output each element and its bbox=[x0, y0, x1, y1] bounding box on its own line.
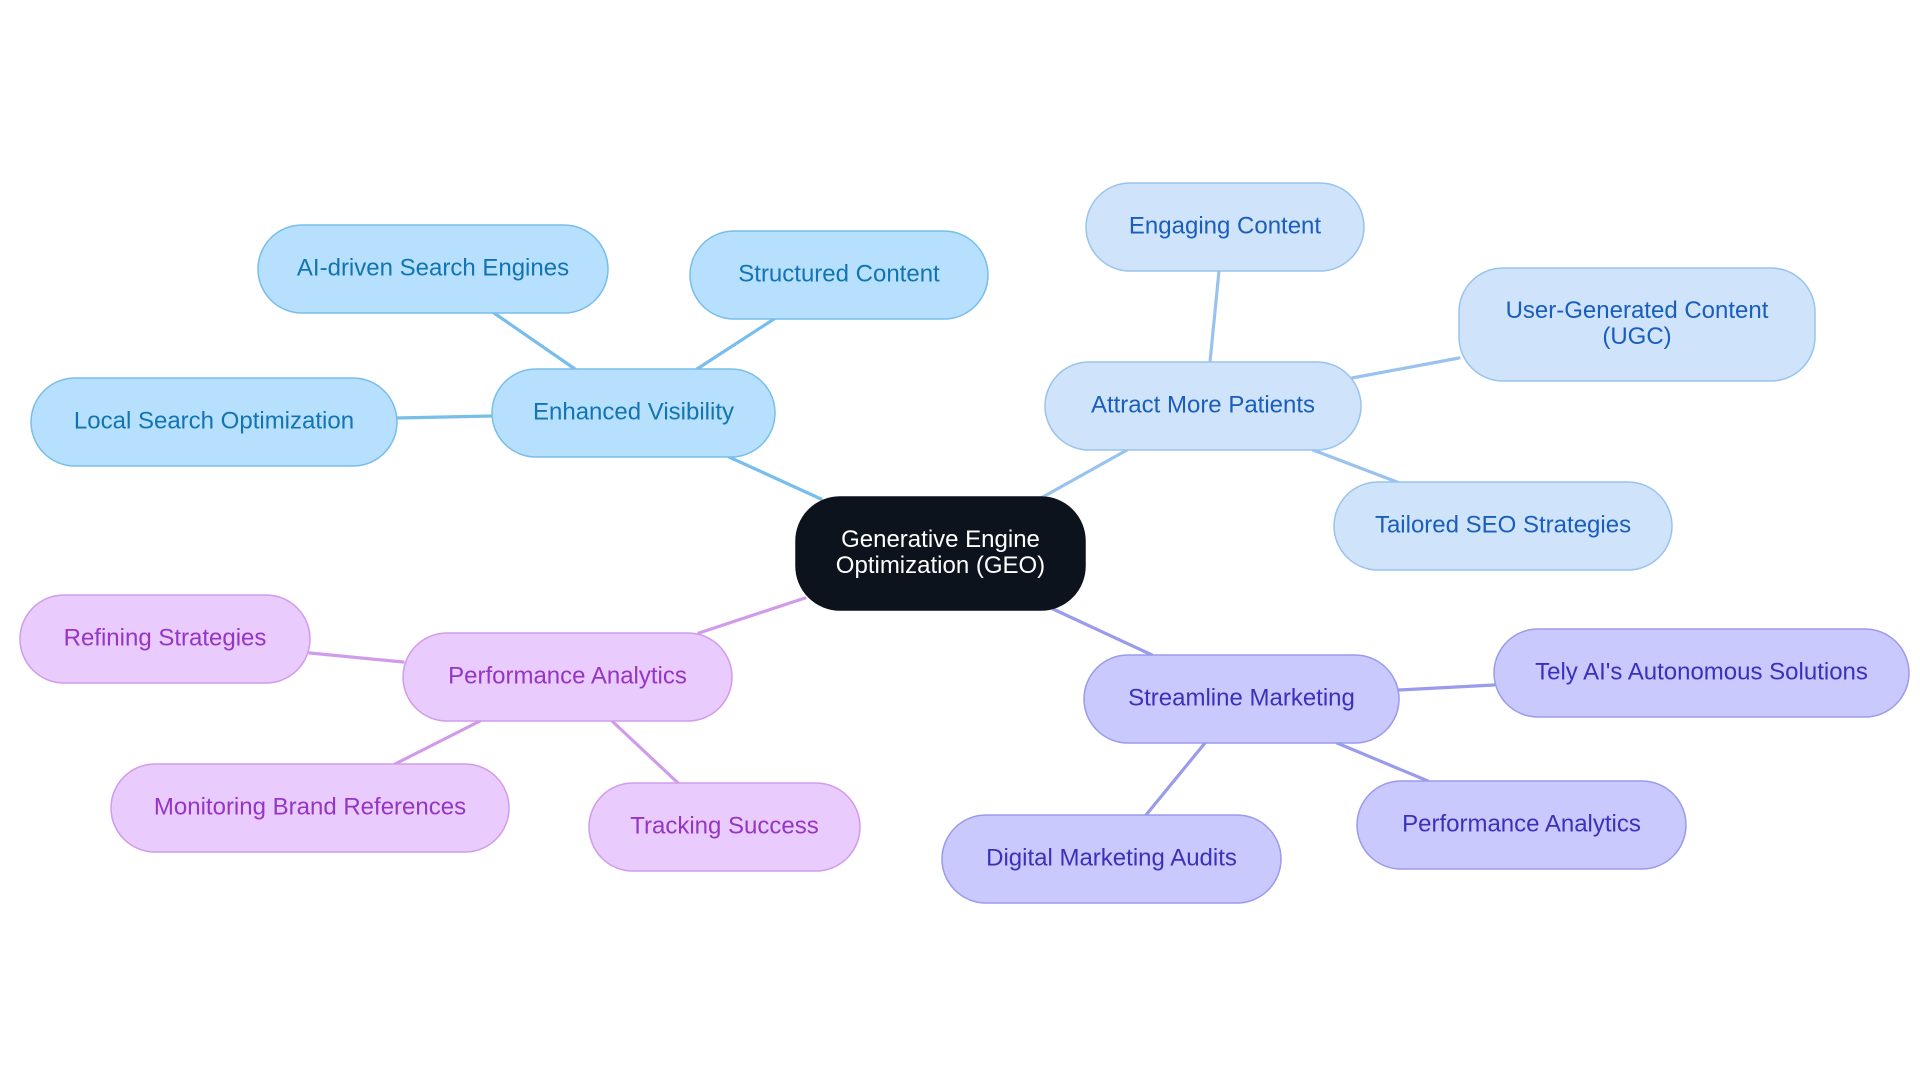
engaging-content-node-box bbox=[1085, 182, 1365, 272]
streamline-marketing-node-box bbox=[1083, 654, 1400, 744]
streamline-marketing-node-label: Streamline Marketing bbox=[1128, 684, 1355, 711]
local-search-optimization-node: Local Search Optimization bbox=[30, 377, 398, 467]
attract-more-patients-edge bbox=[1039, 448, 1129, 500]
attract-more-patients-child-edge-2 bbox=[1350, 356, 1461, 380]
attract-more-patients-child-edge-3 bbox=[1311, 448, 1399, 484]
performance-analytics-edge bbox=[697, 596, 807, 635]
attract-more-patients-node-box bbox=[1044, 361, 1362, 451]
attract-more-patients-node: Attract More Patients bbox=[1044, 361, 1362, 451]
digital-marketing-audits-node-box bbox=[941, 814, 1282, 904]
tracking-success-node: Tracking Success bbox=[588, 782, 861, 872]
user-generated-content-ugc-node-label: (UGC) bbox=[1602, 323, 1671, 350]
user-generated-content-ugc-node-label: User-Generated Content bbox=[1506, 297, 1769, 324]
engaging-content-node-label: Engaging Content bbox=[1129, 212, 1321, 239]
structured-content-node-box bbox=[689, 230, 989, 320]
streamline-marketing-child-edge-1 bbox=[1397, 683, 1496, 692]
tailored-seo-strategies-node: Tailored SEO Strategies bbox=[1333, 481, 1673, 571]
user-generated-content-ugc-node: User-Generated Content(UGC) bbox=[1458, 267, 1816, 382]
enhanced-visibility-child-edge-3 bbox=[395, 414, 494, 420]
tely-ai-s-autonomous-solutions-node-label: Tely AI's Autonomous Solutions bbox=[1535, 658, 1868, 685]
enhanced-visibility-node-box bbox=[491, 368, 776, 458]
enhanced-visibility-edge bbox=[727, 455, 823, 501]
performance-analytics-node-box bbox=[402, 632, 733, 722]
attract-more-patients-node-label: Attract More Patients bbox=[1091, 391, 1315, 418]
digital-marketing-audits-node-label: Digital Marketing Audits bbox=[986, 844, 1237, 871]
enhanced-visibility-child-edge-1 bbox=[492, 311, 577, 371]
streamline-marketing-child-edge-2 bbox=[1335, 741, 1430, 783]
tracking-success-node-label: Tracking Success bbox=[630, 812, 819, 839]
streamline-marketing-node: Streamline Marketing bbox=[1083, 654, 1400, 744]
performance-analytics-node-label: Performance Analytics bbox=[1402, 810, 1641, 837]
tailored-seo-strategies-node-box bbox=[1333, 481, 1673, 571]
engaging-content-node: Engaging Content bbox=[1085, 182, 1365, 272]
root-node-label: Optimization (GEO) bbox=[836, 552, 1045, 579]
ai-driven-search-engines-node: AI-driven Search Engines bbox=[257, 224, 609, 314]
attract-more-patients-child-edge-1 bbox=[1208, 269, 1221, 364]
enhanced-visibility-child-edge-2 bbox=[695, 317, 776, 371]
ai-driven-search-engines-node-label: AI-driven Search Engines bbox=[297, 254, 569, 281]
performance-analytics-node-box bbox=[1356, 780, 1687, 870]
streamline-marketing-edge bbox=[1051, 607, 1154, 657]
monitoring-brand-references-node: Monitoring Brand References bbox=[110, 763, 510, 853]
performance-analytics-node: Performance Analytics bbox=[402, 632, 733, 722]
streamline-marketing-child-edge-3 bbox=[1144, 741, 1207, 817]
structured-content-node-label: Structured Content bbox=[738, 260, 940, 287]
root-node-box bbox=[795, 496, 1086, 611]
performance-analytics-node: Performance Analytics bbox=[1356, 780, 1687, 870]
local-search-optimization-node-label: Local Search Optimization bbox=[74, 407, 354, 434]
performance-analytics-child-edge-2 bbox=[393, 719, 482, 766]
user-generated-content-ugc-node-box bbox=[1458, 267, 1816, 382]
structured-content-node: Structured Content bbox=[689, 230, 989, 320]
enhanced-visibility-node: Enhanced Visibility bbox=[491, 368, 776, 458]
refining-strategies-node-box bbox=[19, 594, 311, 684]
tracking-success-node-box bbox=[588, 782, 861, 872]
tailored-seo-strategies-node-label: Tailored SEO Strategies bbox=[1375, 511, 1631, 538]
tely-ai-s-autonomous-solutions-node: Tely AI's Autonomous Solutions bbox=[1493, 628, 1910, 718]
monitoring-brand-references-node-box bbox=[110, 763, 510, 853]
connector-lines bbox=[308, 269, 1496, 817]
refining-strategies-node-label: Refining Strategies bbox=[64, 624, 267, 651]
performance-analytics-node-label: Performance Analytics bbox=[448, 662, 687, 689]
root-node-label: Generative Engine bbox=[841, 526, 1040, 553]
performance-analytics-child-edge-3 bbox=[610, 719, 680, 785]
ai-driven-search-engines-node-box bbox=[257, 224, 609, 314]
refining-strategies-node: Refining Strategies bbox=[19, 594, 311, 684]
tely-ai-s-autonomous-solutions-node-box bbox=[1493, 628, 1910, 718]
performance-analytics-child-edge-1 bbox=[308, 651, 405, 664]
local-search-optimization-node-box bbox=[30, 377, 398, 467]
enhanced-visibility-node-label: Enhanced Visibility bbox=[533, 398, 734, 425]
monitoring-brand-references-node-label: Monitoring Brand References bbox=[154, 793, 466, 820]
digital-marketing-audits-node: Digital Marketing Audits bbox=[941, 814, 1282, 904]
